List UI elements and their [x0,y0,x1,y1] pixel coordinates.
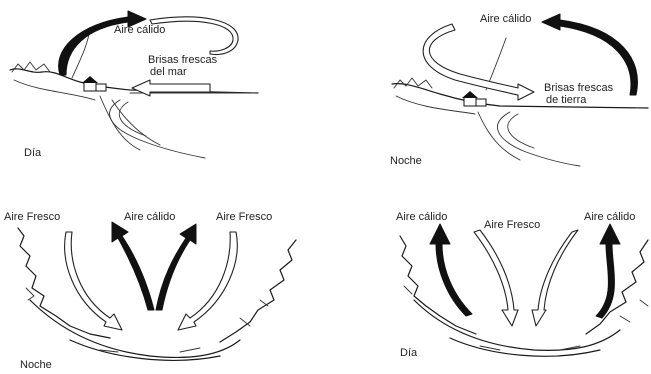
breeze-label-line2: de tierra [546,94,587,106]
cool-air-right-label: Aire Fresco [216,211,272,223]
shore-curve [110,100,205,158]
cool-air-arrow-left [474,230,518,326]
warm-air-arrow-right [156,224,196,310]
valley-floor [414,300,620,356]
warm-air-label: Aire cálido [124,211,175,223]
cool-air-arrow-right [532,230,578,326]
cool-air-label: Aire Fresco [484,219,540,231]
warm-air-left-label: Aire cálido [396,211,447,223]
hills [394,78,475,114]
house-icon [82,76,106,91]
warm-air-right-label: Aire cálido [584,211,635,223]
cool-air-arrow-right [178,232,237,330]
warm-air-arrow [59,11,146,75]
panel-valley-night: Aire Fresco Aire cálido Aire Fresco Noch… [4,211,296,371]
warm-air-label: Aire cálido [480,13,531,25]
panel-land-breeze-night: Aire cálido Brisas frescas de tierra Noc… [390,13,648,167]
cool-air-left-label: Aire Fresco [4,211,60,223]
time-label: Día [24,147,42,159]
time-label: Noche [20,359,52,371]
panel-valley-day: Aire cálido Aire Fresco Aire cálido Día [396,211,648,359]
breeze-label-line2: del mar [150,66,187,78]
warm-air-label: Aire cálido [114,24,165,36]
hills [12,62,95,100]
breeze-label-line1: Brisas frescas [544,82,614,94]
warm-air-arrow-right [596,224,620,318]
breeze-label-line1: Brisas frescas [148,54,218,66]
cool-air-arrow-left [65,232,122,330]
sea-breeze-arrow [132,80,210,96]
valley-left-slope [18,228,110,338]
warm-air-arrow-left [112,222,154,310]
shore-curve [497,112,580,166]
circulation-arrow [423,24,534,100]
house-icon [462,91,486,106]
warm-air-arrow-left [430,224,472,316]
time-label: Día [400,347,418,359]
time-label: Noche [390,155,422,167]
panel-sea-breeze-day: Aire cálido Brisas frescas del mar Día [10,11,258,159]
valley-right-slope [586,240,648,334]
